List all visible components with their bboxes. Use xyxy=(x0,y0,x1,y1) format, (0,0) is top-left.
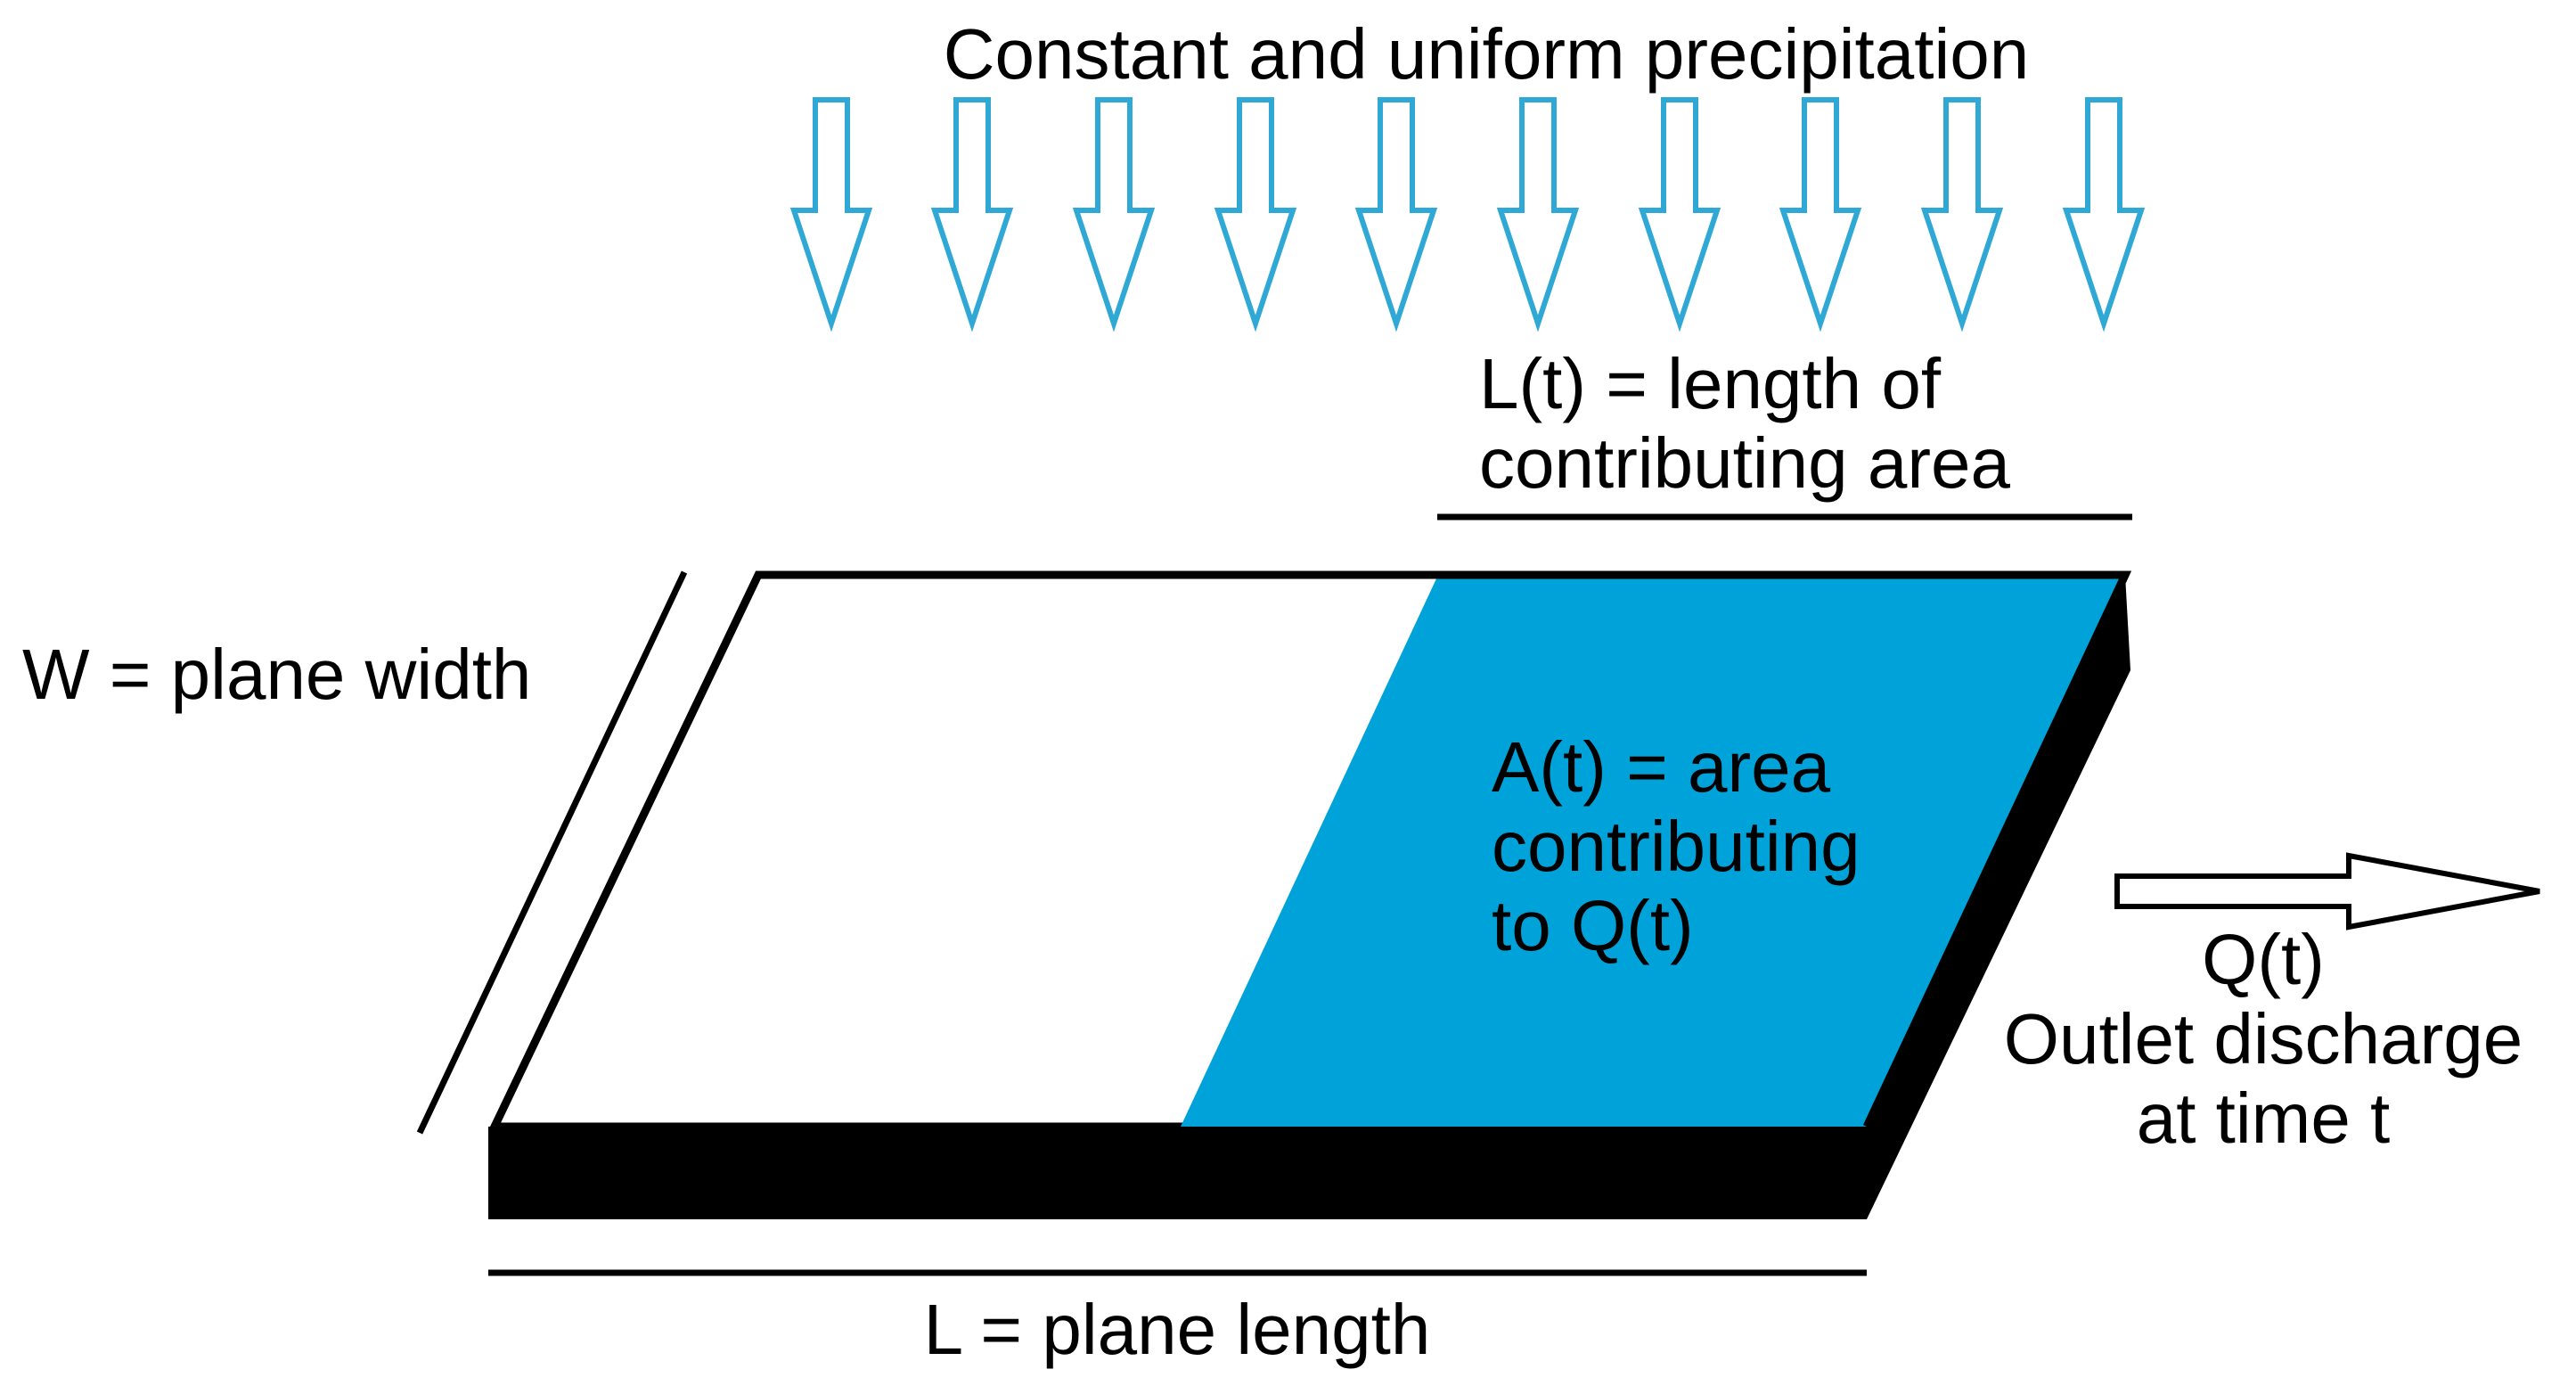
contributing-area xyxy=(1181,575,2125,1127)
plane-width-label: W = plane width xyxy=(22,635,531,714)
rain-arrow-icon xyxy=(1214,97,1297,332)
rain-arrow-icon xyxy=(2062,97,2146,332)
discharge-label-line1: Q(t) xyxy=(2202,920,2325,999)
rain-arrow-icon xyxy=(1779,97,1862,332)
contributing-length-label-line2: contributing area xyxy=(1479,423,2010,503)
discharge-label-line2: Outlet discharge xyxy=(2004,999,2523,1078)
outlet-arrow-icon xyxy=(2114,852,2540,931)
contributing-area-label-line3: to Q(t) xyxy=(1492,886,1694,965)
rain-arrow-icon xyxy=(1072,97,1156,332)
rain-arrow-icon xyxy=(1920,97,2004,332)
contributing-area-label-line2: contributing xyxy=(1492,807,1860,886)
rain-arrow-icon xyxy=(789,97,873,332)
plane-length-label: L = plane length xyxy=(924,1290,1431,1369)
rain-arrow-icon xyxy=(1638,97,1721,332)
contributing-length-label-line1: L(t) = length of xyxy=(1479,344,1942,423)
precipitation-label: Constant and uniform precipitation xyxy=(944,14,2029,94)
contributing-area-label-line1: A(t) = area xyxy=(1492,727,1831,807)
rain-arrows xyxy=(789,97,2146,332)
plane-right-edge xyxy=(1867,575,2130,1219)
rain-arrow-icon xyxy=(1496,97,1580,332)
plane-top-outline xyxy=(758,570,2132,1128)
plane-width-dimension-line xyxy=(416,570,688,1135)
plane-front-edge xyxy=(488,1127,1867,1219)
rain-arrow-icon xyxy=(930,97,1014,332)
rain-arrow-icon xyxy=(1354,97,1438,332)
discharge-label-line3: at time t xyxy=(2137,1078,2391,1158)
